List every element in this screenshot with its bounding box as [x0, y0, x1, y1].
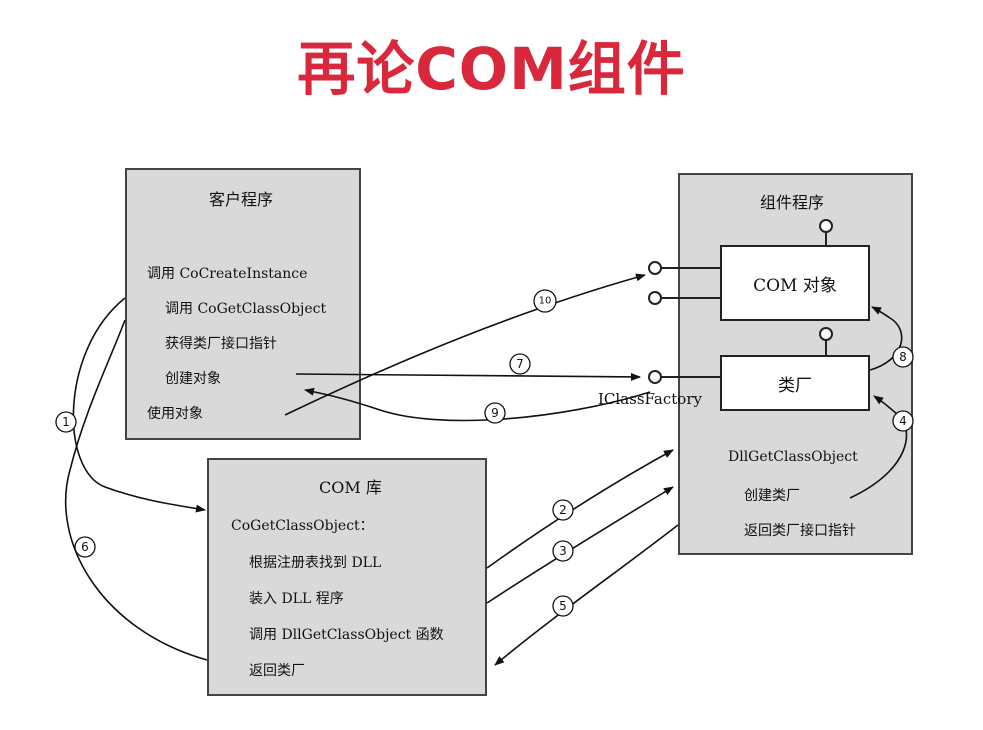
- step-5-label: 5: [559, 599, 567, 613]
- client-heading: 客户程序: [209, 190, 274, 209]
- arrow-step-9: [304, 387, 651, 422]
- iclassfactory-label: IClassFactory: [598, 390, 702, 408]
- client-line-5: 使用对象: [147, 406, 203, 422]
- step-1-label: 1: [62, 415, 70, 429]
- comlib-heading: COM 库: [319, 478, 382, 497]
- component-line-2: 创建类厂: [744, 488, 800, 504]
- com-object-label: COM 对象: [753, 275, 837, 296]
- step-9-label: 9: [491, 406, 499, 420]
- arrow-step-3: [486, 486, 674, 604]
- arrow-step-7: [295, 372, 641, 381]
- client-line-2: 调用 CoGetClassObject: [165, 301, 327, 317]
- step-8-label: 8: [899, 350, 907, 364]
- component-line-1: DllGetClassObject: [728, 449, 858, 465]
- component-line-3: 返回类厂接口指针: [744, 523, 856, 539]
- page-title: 再论COM组件: [297, 35, 686, 103]
- component-heading: 组件程序: [760, 193, 825, 212]
- comlib-line-1: CoGetClassObject：: [231, 518, 374, 534]
- step-6-label: 6: [81, 540, 89, 554]
- comlib-line-4: 调用 DllGetClassObject 函数: [249, 627, 444, 643]
- comlib-line-5: 返回类厂: [249, 663, 305, 679]
- arrow-step-10: [284, 273, 646, 416]
- com-library-box: COM 库 CoGetClassObject： 根据注册表找到 DLL 装入 D…: [207, 458, 487, 696]
- arrow-step-1: [72, 297, 206, 513]
- comlib-line-3: 装入 DLL 程序: [249, 591, 344, 607]
- interface-connectors: [648, 219, 833, 384]
- step-7-label: 7: [516, 357, 524, 371]
- com-object-box: COM 对象: [720, 245, 870, 321]
- client-line-1: 调用 CoCreateInstance: [147, 266, 308, 282]
- step-10-label: 10: [539, 296, 552, 307]
- class-factory-label: 类厂: [778, 375, 812, 396]
- step-2-label: 2: [559, 503, 567, 517]
- arrow-step-4: [849, 395, 908, 499]
- step-4-label: 4: [899, 414, 907, 428]
- client-program-box: 客户程序 调用 CoCreateInstance 调用 CoGetClassOb…: [125, 168, 361, 440]
- comlib-line-2: 根据注册表找到 DLL: [249, 555, 382, 571]
- arrow-step-6: [65, 319, 208, 661]
- client-line-4: 创建对象: [165, 371, 221, 387]
- arrow-step-5: [494, 524, 679, 666]
- arrow-step-8: [869, 306, 903, 371]
- class-factory-box: 类厂: [720, 355, 870, 411]
- step-3-label: 3: [559, 544, 567, 558]
- client-line-3: 获得类厂接口指针: [165, 336, 277, 352]
